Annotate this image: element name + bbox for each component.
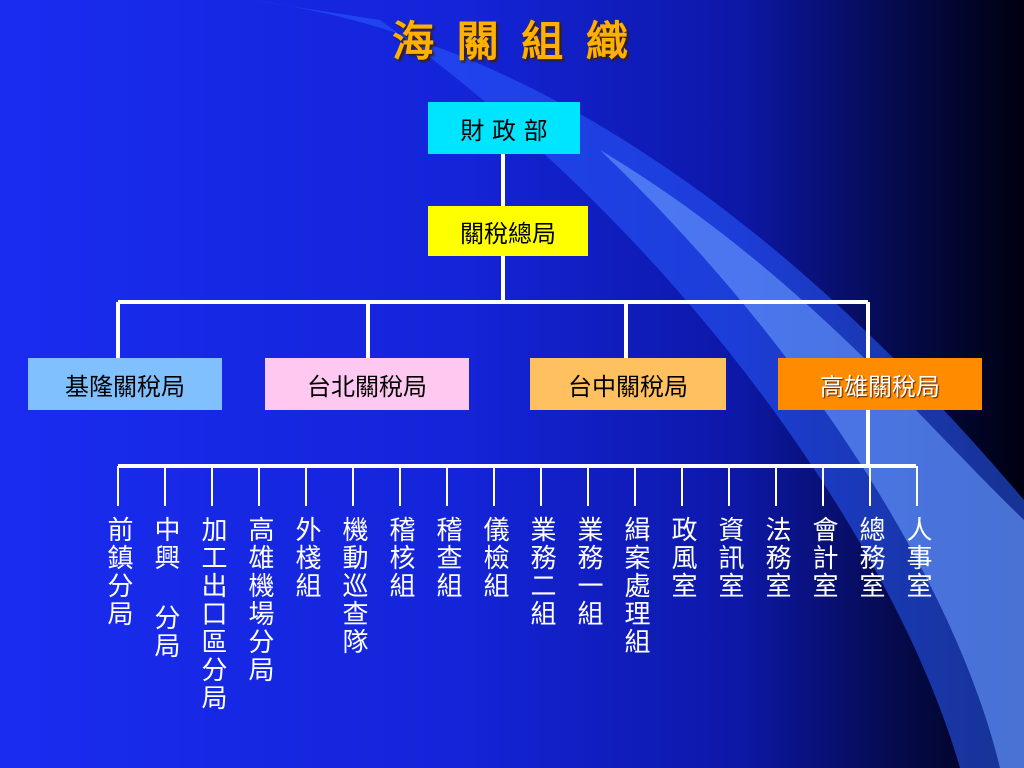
unit-label: 緝案處理組 <box>620 516 650 656</box>
keelung-customs-box: 基隆關稅局 <box>28 358 222 410</box>
taichung-customs-box: 台中關稅局 <box>530 358 726 410</box>
unit-label: 稽查組 <box>432 516 462 600</box>
unit-label: 業務二組 <box>526 516 556 628</box>
taipei-customs-box: 台北關稅局 <box>265 358 469 410</box>
unit-label: 加工出口區分局 <box>197 516 227 712</box>
unit-label: 儀檢組 <box>479 516 509 600</box>
unit-label: 前鎮分局 <box>103 516 133 628</box>
unit-label: 政風室 <box>667 516 697 600</box>
unit-label: 業務一組 <box>573 516 603 628</box>
customs-hq-box: 關稅總局 <box>428 206 588 256</box>
page-title: 海 關 組 織 <box>392 17 632 66</box>
unit-label: 外棧組 <box>291 516 321 600</box>
unit-label: 中興 分局 <box>150 516 180 660</box>
kaohsiung-customs-box: 高雄關稅局 <box>778 358 982 410</box>
unit-label: 人事室 <box>902 516 932 600</box>
unit-label: 總務室 <box>855 516 885 600</box>
unit-label: 法務室 <box>761 516 791 600</box>
ministry-of-finance-box: 財 政 部 <box>428 102 580 154</box>
unit-label: 會計室 <box>808 516 838 600</box>
unit-label: 稽核組 <box>385 516 415 600</box>
unit-label: 資訊室 <box>714 516 744 600</box>
unit-label: 機動巡查隊 <box>338 516 368 656</box>
unit-label: 高雄機場分局 <box>244 516 274 684</box>
